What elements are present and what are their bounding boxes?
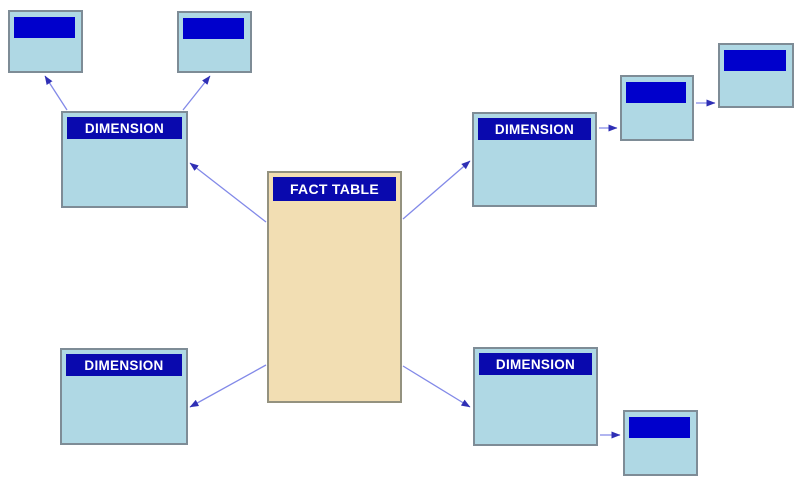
subdimension-header-bar — [183, 18, 244, 39]
dimension-title: DIMENSION — [494, 121, 575, 137]
dimension-node-bottom-left[interactable]: DIMENSION — [60, 348, 188, 445]
arrow-dim-to-subdim-top-left-2 — [182, 75, 211, 111]
subdimension-header-bar — [724, 50, 786, 71]
dimension-header-bar: DIMENSION — [478, 118, 591, 140]
subdimension-node-right-middle[interactable] — [620, 75, 694, 141]
subdimension-node-top-left-2[interactable] — [177, 11, 252, 73]
dimension-header-bar: DIMENSION — [67, 117, 182, 139]
arrow-fact-to-dim-bottom-left — [189, 364, 267, 408]
dimension-title: DIMENSION — [84, 357, 164, 373]
dimension-header-bar: DIMENSION — [66, 354, 182, 376]
dimension-title: DIMENSION — [84, 120, 165, 136]
subdimension-header-bar — [629, 417, 690, 438]
fact-table-title: FACT TABLE — [289, 181, 380, 197]
fact-table-node[interactable]: FACT TABLE — [267, 171, 402, 403]
arrow-fact-to-dim-bottom-right — [402, 365, 471, 408]
dimension-node-top-right[interactable]: DIMENSION — [472, 112, 597, 207]
subdimension-node-right-far[interactable] — [718, 43, 794, 108]
arrow-fact-to-dim-top-right — [402, 160, 471, 220]
subdimension-node-top-left-1[interactable] — [8, 10, 83, 73]
subdimension-node-bottom-right[interactable] — [623, 410, 698, 476]
fact-table-header-bar: FACT TABLE — [273, 177, 396, 201]
arrow-fact-to-dim-top-left — [189, 162, 267, 223]
subdimension-header-bar — [14, 17, 75, 38]
subdimension-header-bar — [626, 82, 686, 103]
dimension-header-bar: DIMENSION — [479, 353, 592, 375]
arrow-dim-to-subdim-top-left-1 — [44, 75, 68, 111]
dimension-node-bottom-right[interactable]: DIMENSION — [473, 347, 598, 446]
dimension-node-top-left[interactable]: DIMENSION — [61, 111, 188, 208]
dimension-title: DIMENSION — [495, 356, 576, 372]
